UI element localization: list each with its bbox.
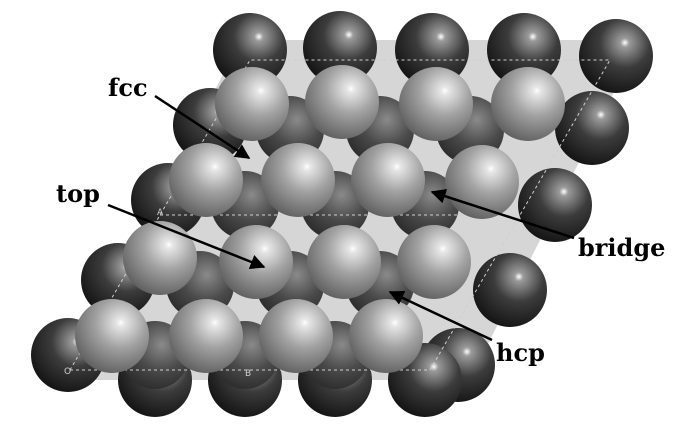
cell-corner-a: A bbox=[157, 208, 164, 218]
cell-corner-origin: O bbox=[64, 367, 71, 377]
dark-atom bbox=[395, 13, 469, 87]
dark-atom bbox=[303, 11, 377, 85]
dark-atom bbox=[555, 91, 629, 165]
top-layer-atoms bbox=[75, 65, 565, 373]
light-atom bbox=[305, 65, 379, 139]
hcp-arrow bbox=[388, 290, 493, 342]
top-arrow bbox=[107, 203, 266, 269]
light-atom bbox=[261, 143, 335, 217]
light-atom bbox=[215, 67, 289, 141]
light-atom bbox=[169, 299, 243, 373]
top-label: top bbox=[56, 179, 100, 208]
light-atom bbox=[399, 67, 473, 141]
light-atom bbox=[397, 225, 471, 299]
light-atom bbox=[351, 143, 425, 217]
light-atom bbox=[445, 145, 519, 219]
light-atom bbox=[123, 221, 197, 295]
light-atom bbox=[219, 225, 293, 299]
light-atom bbox=[75, 299, 149, 373]
dark-atom bbox=[579, 19, 653, 93]
bridge-label: bridge bbox=[578, 233, 665, 262]
dark-atom bbox=[213, 13, 287, 87]
fcc-label: fcc bbox=[108, 73, 148, 102]
unit-cell-outline bbox=[69, 59, 611, 371]
light-atom bbox=[169, 143, 243, 217]
cell-dashes bbox=[69, 59, 611, 371]
dark-atom bbox=[473, 253, 547, 327]
dark-atom bbox=[487, 13, 561, 87]
bridge-arrow bbox=[430, 189, 575, 240]
light-atom bbox=[491, 67, 565, 141]
cell-corner-b: B bbox=[245, 369, 251, 379]
light-atom bbox=[307, 225, 381, 299]
light-atom bbox=[349, 299, 423, 373]
fcc-arrow bbox=[154, 94, 251, 160]
hcp-label: hcp bbox=[496, 338, 545, 367]
light-atom bbox=[259, 299, 333, 373]
